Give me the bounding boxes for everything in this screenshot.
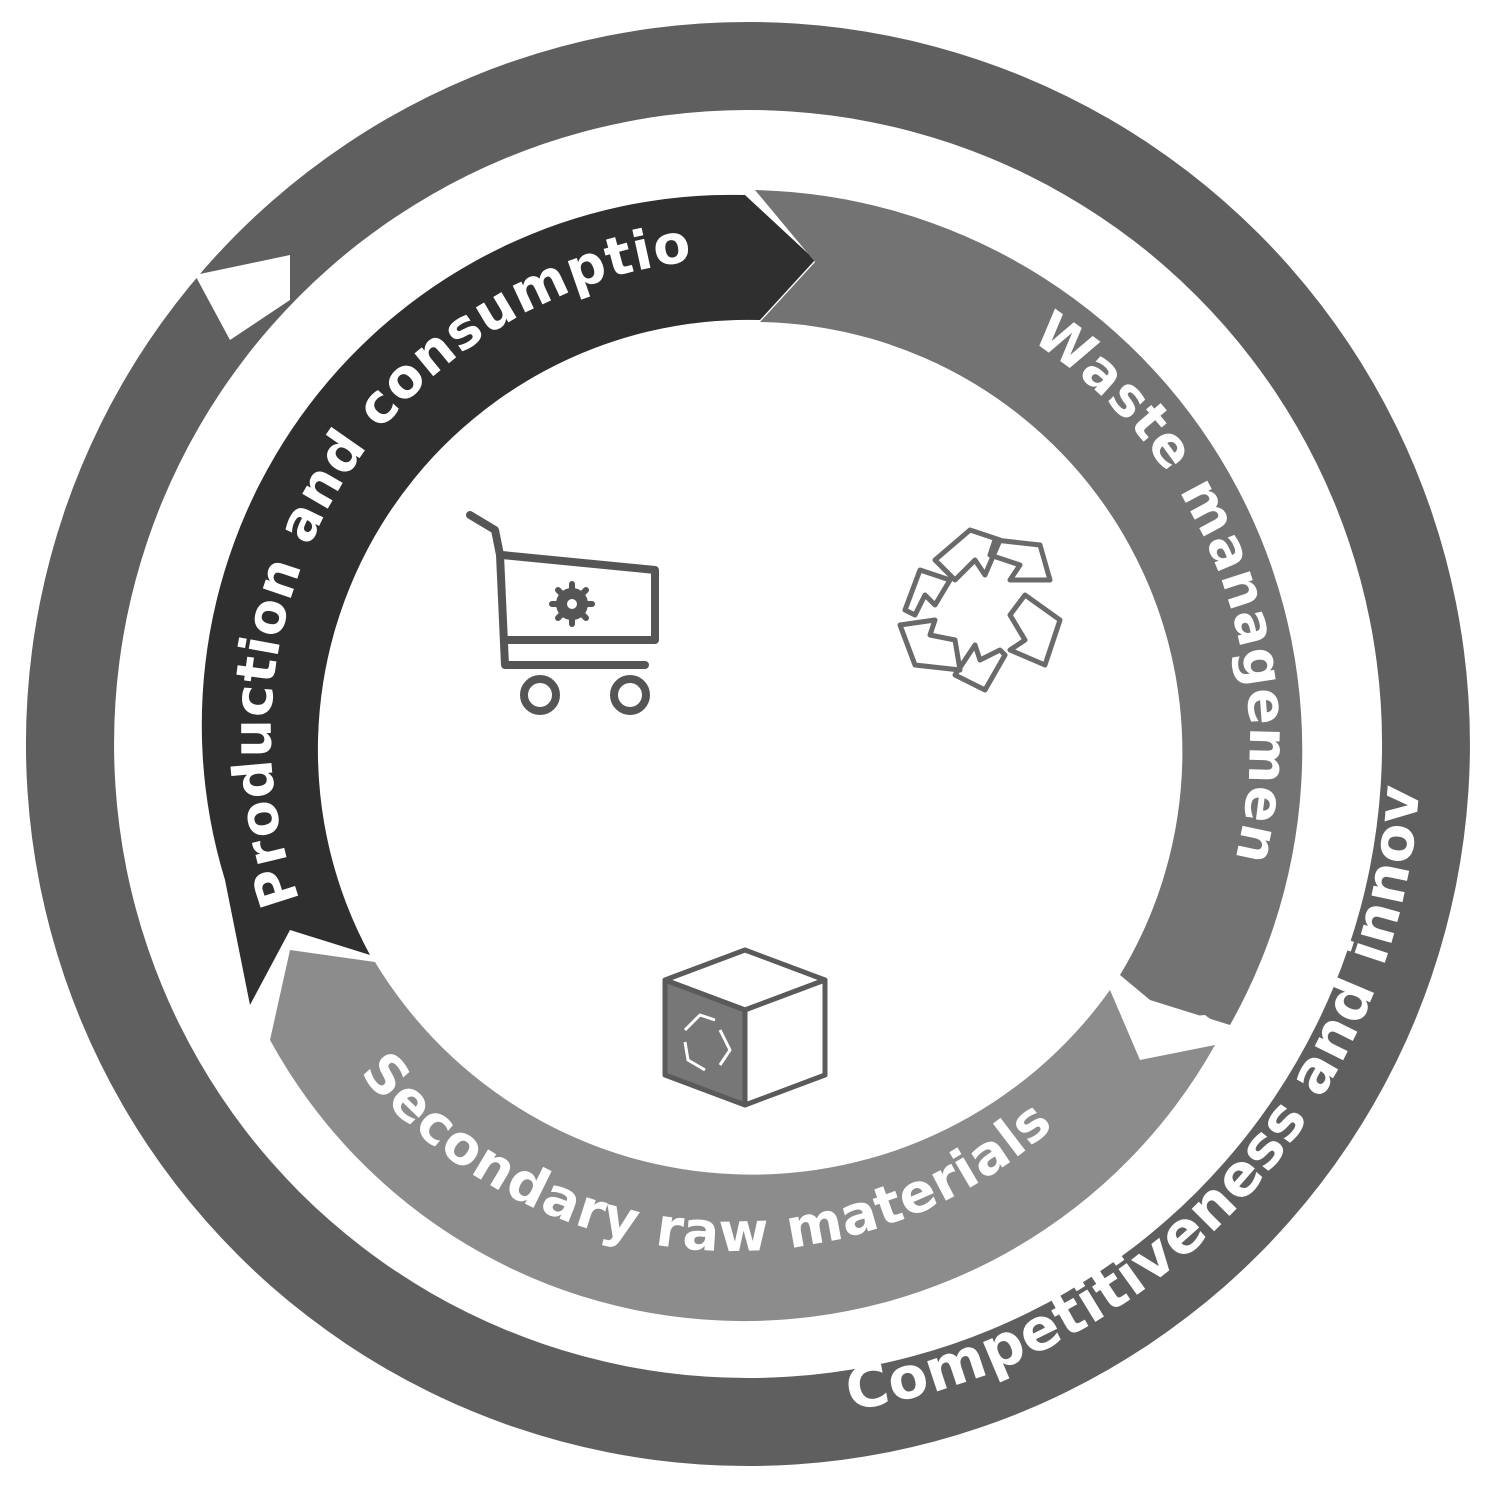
segment-production: [201, 194, 815, 1005]
shopping-cart-gear-icon: [466, 511, 659, 715]
segment-waste: [755, 190, 1303, 1025]
segment-secondary: [270, 950, 1215, 1322]
recycle-icon: [897, 527, 1063, 693]
recycled-material-box-icon: [662, 947, 828, 1108]
arrow-notch-waste: [1110, 985, 1225, 1058]
outer-ring-arrowhead: [195, 255, 290, 340]
